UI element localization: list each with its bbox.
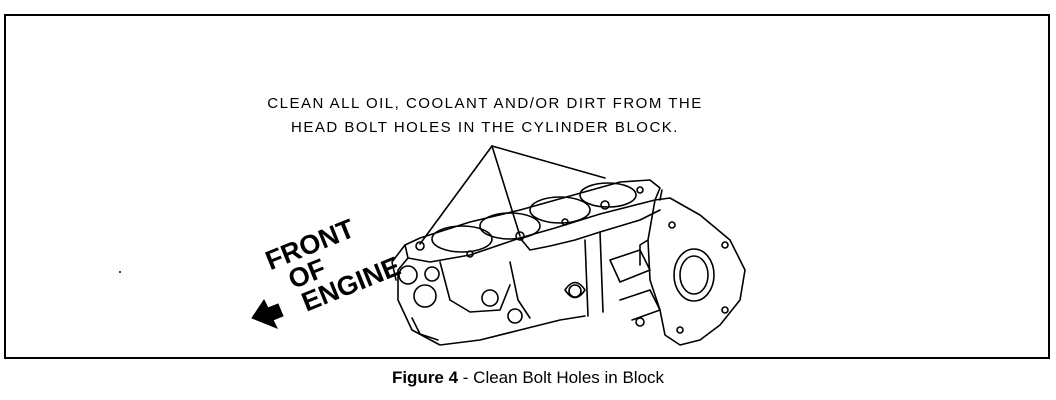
figure-number: Figure 4: [391, 368, 459, 387]
block-deck: [404, 179, 661, 263]
bolt-hole: [466, 250, 474, 258]
bolt-hole: [636, 186, 644, 194]
bolt-hole: [561, 218, 569, 226]
block-front-face: [397, 257, 586, 346]
stray-dot: [119, 271, 121, 273]
bolt-hole: [600, 200, 610, 210]
instruction-callout: CLEAN ALL OIL, COOLANT AND/OR DIRT FROM …: [230, 92, 740, 140]
figure-caption: Figure 4 - Clean Bolt Holes in Block: [0, 368, 1056, 388]
cylinder-bore-3: [529, 196, 591, 224]
bolt-hole: [415, 241, 425, 251]
bell-flange: [647, 197, 746, 346]
figure-title: Clean Bolt Holes in Block: [473, 368, 665, 387]
block-side-face: [519, 209, 661, 251]
cylinder-bore-2: [479, 212, 541, 240]
leader-line-mid: [491, 145, 521, 237]
leader-line-left: [419, 145, 493, 245]
leader-line-right: [491, 145, 606, 179]
callout-line-2: HEAD BOLT HOLES IN THE CYLINDER BLOCK.: [291, 119, 679, 136]
bolt-hole: [515, 231, 525, 241]
cylinder-bore-1: [431, 225, 493, 253]
figure-frame: [4, 14, 1050, 359]
crank-bore: [673, 248, 715, 302]
caption-separator: -: [458, 368, 474, 387]
callout-line-1: CLEAN ALL OIL, COOLANT AND/OR DIRT FROM …: [267, 95, 703, 112]
front-arrow-icon: [251, 299, 284, 329]
